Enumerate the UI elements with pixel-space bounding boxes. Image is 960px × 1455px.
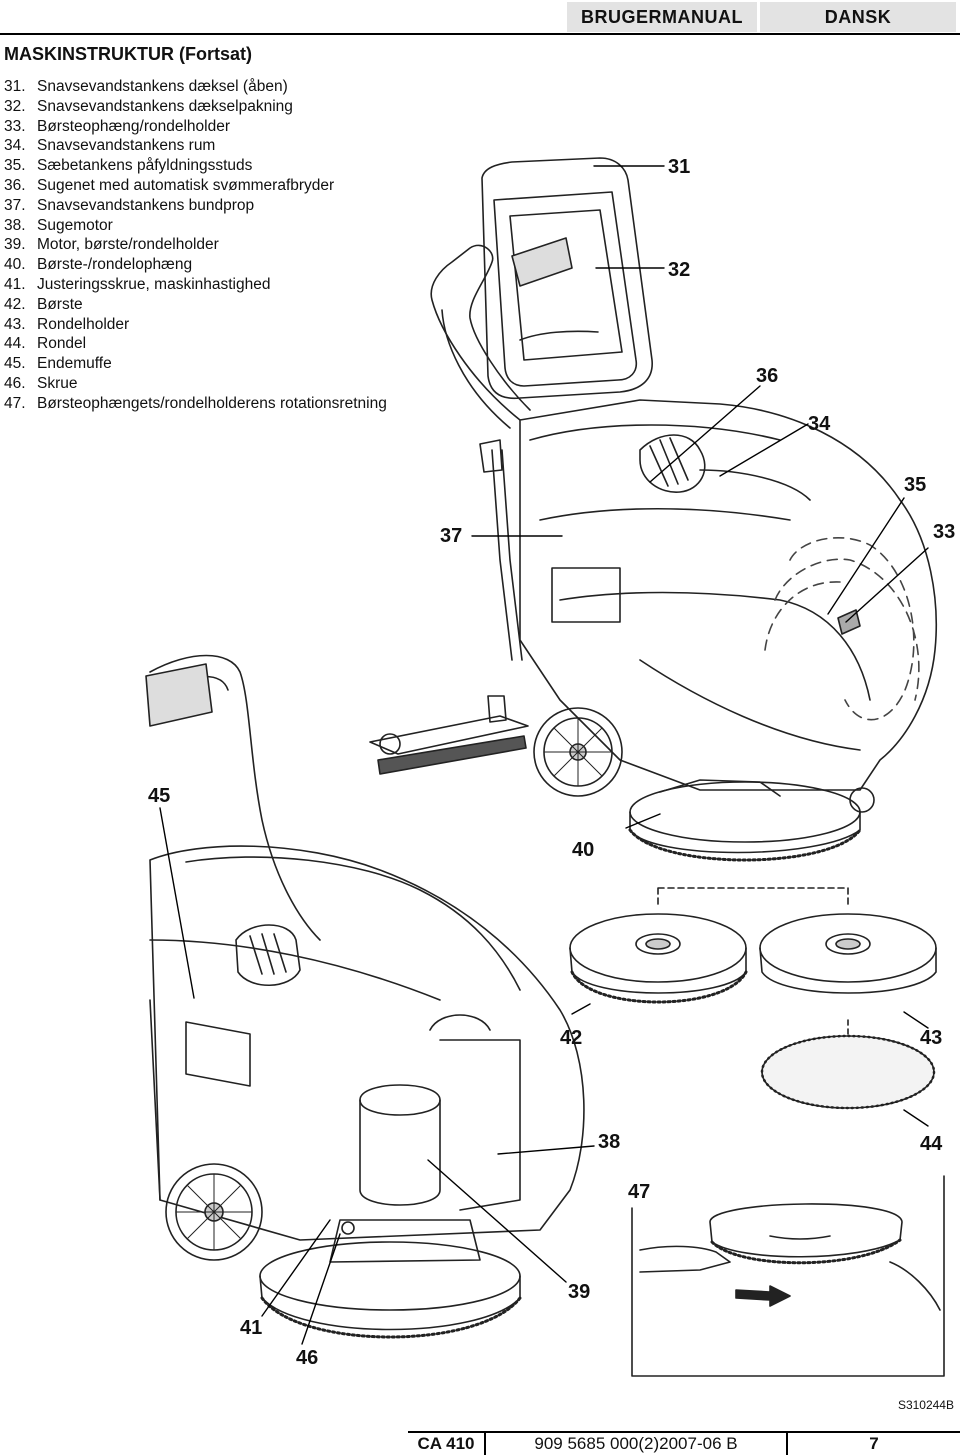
parts-legend: 31. Snavsevandstankens dæksel (åben) 32. S… (4, 77, 387, 414)
callout-33: 33 (933, 521, 956, 543)
legend-number: 44. (4, 335, 26, 353)
legend-text: Børste (37, 295, 83, 313)
callout-leaders (159, 165, 929, 1345)
legend-number: 45. (4, 355, 26, 373)
legend-number: 36. (4, 176, 26, 194)
legend-item: 33. Børsteophæng/rondelholder (4, 117, 387, 137)
legend-text: Snavsevandstankens dækselpakning (37, 97, 293, 115)
callout-46: 46 (296, 1347, 319, 1369)
header-manual-label: BRUGERMANUAL (567, 2, 757, 32)
callout-31: 31 (668, 156, 691, 178)
legend-number: 31. (4, 78, 26, 95)
rotation-detail-drawing (631, 1175, 945, 1377)
legend-text: Justeringsskrue, maskinhastighed (37, 275, 271, 293)
legend-item: 36. Sugenet med automatisk svømmerafbryde… (4, 176, 387, 196)
callout-40: 40 (572, 839, 595, 861)
legend-text: Sæbetankens påfyldningsstuds (37, 157, 253, 175)
legend-number: 35. (4, 157, 26, 175)
legend-number: 40. (4, 256, 26, 274)
legend-text: Endemuffe (37, 355, 112, 373)
legend-text: Snavsevandstankens dæksel (åben) (37, 78, 288, 95)
legend-item: 46. Skrue (4, 374, 387, 394)
header-language-label: DANSK (760, 2, 956, 32)
legend-text: Børste-/rondelophæng (37, 256, 193, 274)
legend-text: Sugenet med automatisk svømmerafbryder (37, 176, 335, 194)
legend-item: 45. Endemuffe (4, 354, 387, 374)
lower-machine-drawing (145, 654, 585, 1339)
legend-item: 42. Børste (4, 295, 387, 315)
footer-document-number: 909 5685 000(2)2007-06 B (486, 1431, 788, 1455)
callout-45: 45 (148, 785, 171, 807)
legend-number: 39. (4, 236, 26, 254)
callout-42: 42 (560, 1027, 583, 1049)
callout-34: 34 (808, 413, 831, 435)
callout-36: 36 (756, 365, 779, 387)
legend-number: 41. (4, 275, 26, 293)
callout-41: 41 (240, 1317, 263, 1339)
legend-text: Børsteophængets/rondelholderens rotation… (37, 394, 387, 412)
callout-43: 43 (920, 1027, 943, 1049)
callout-32: 32 (668, 259, 691, 281)
legend-item: 41. Justeringsskrue, maskinhastighed (4, 275, 387, 295)
legend-number: 47. (4, 394, 26, 412)
legend-text: Sugemotor (37, 216, 113, 234)
upper-machine-drawing (369, 157, 938, 862)
legend-item: 43. Rondelholder (4, 315, 387, 335)
legend-number: 32. (4, 97, 26, 115)
callout-38: 38 (598, 1131, 621, 1153)
callout-39: 39 (568, 1281, 591, 1303)
legend-text: Børsteophæng/rondelholder (37, 117, 231, 135)
legend-text: Snavsevandstankens rum (37, 137, 216, 155)
brush-and-pad-drawing (569, 887, 937, 1110)
header-rule (0, 33, 960, 35)
legend-number: 37. (4, 196, 26, 214)
legend-item: 38. Sugemotor (4, 216, 387, 236)
footer-model: CA 410 (408, 1431, 486, 1455)
figure-code: S310244B (897, 1398, 954, 1412)
callout-44: 44 (920, 1133, 943, 1155)
legend-item: 47. Børsteophængets/rondelholderens rotat… (4, 394, 387, 414)
legend-item: 44. Rondel (4, 334, 387, 354)
legend-item: 34. Snavsevandstankens rum (4, 136, 387, 156)
legend-number: 34. (4, 137, 26, 155)
legend-number: 42. (4, 295, 26, 313)
legend-item: 37. Snavsevandstankens bundprop (4, 196, 387, 216)
legend-number: 38. (4, 216, 26, 234)
legend-number: 33. (4, 117, 26, 135)
legend-item: 32. Snavsevandstankens dækselpakning (4, 97, 387, 117)
legend-text: Rondelholder (37, 315, 130, 333)
callout-35: 35 (904, 474, 927, 496)
legend-number: 46. (4, 374, 26, 392)
legend-item: 35. Sæbetankens påfyldningsstuds (4, 156, 387, 176)
legend-item: 31. Snavsevandstankens dæksel (åben) (4, 77, 387, 97)
legend-number: 43. (4, 315, 26, 333)
legend-text: Skrue (37, 374, 78, 392)
legend-text: Snavsevandstankens bundprop (37, 196, 255, 214)
callout-37: 37 (440, 525, 463, 547)
legend-text: Rondel (37, 335, 87, 353)
page-title: MASKINSTRUKTUR (Fortsat) (4, 44, 252, 64)
legend-text: Motor, børste/rondelholder (37, 236, 219, 254)
legend-item: 40. Børste-/rondelophæng (4, 255, 387, 275)
footer-page-number: 7 (788, 1431, 960, 1455)
legend-item: 39. Motor, børste/rondelholder (4, 235, 387, 255)
callout-47: 47 (628, 1181, 651, 1203)
